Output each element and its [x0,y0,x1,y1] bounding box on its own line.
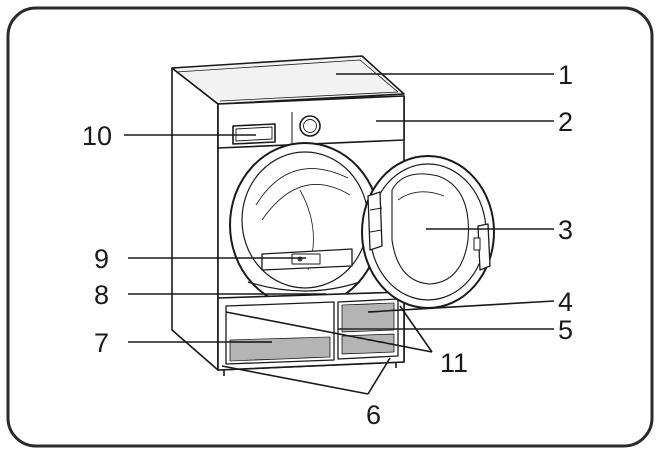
door-seal [247,281,361,292]
hinge-detail-bottom [369,229,383,233]
callout-2: 2 [558,107,573,137]
open-door [361,155,495,309]
door-hinge [367,191,383,251]
callout-5: 5 [558,315,573,345]
leader-11a [225,311,433,353]
leader-lines [124,73,555,395]
worktop [171,55,405,105]
callout-6: 6 [366,400,381,430]
callout-9: 9 [94,244,109,274]
door-handle [477,223,491,271]
leader-6a [221,365,369,395]
callout-8: 8 [94,280,109,310]
dryer-appliance [171,55,495,376]
condenser-grille [229,336,331,362]
callout-3: 3 [558,215,573,245]
callout-4: 4 [558,287,573,317]
side-panel [171,67,219,371]
door-latch [473,237,481,251]
callout-11: 11 [440,348,468,378]
drum-shading [255,168,349,206]
hinge-detail-top [369,207,383,211]
drum-shading-2 [261,183,351,221]
callout-1: 1 [558,60,573,90]
water-tank-handle [235,126,273,142]
air-vent-grille-lower [341,333,395,355]
callout-10: 10 [82,121,112,151]
worktop-edge [175,59,399,102]
program-knob-inner [303,119,317,133]
leader-4 [367,300,555,313]
callout-7: 7 [94,328,109,358]
program-knob [299,115,321,137]
air-vent-grille [341,302,395,333]
lint-filter-handle [291,253,321,265]
callout-labels: 1 2 3 4 5 6 7 8 9 10 11 [82,60,573,430]
door-glass-shine [397,191,445,201]
leader-6b [367,357,391,395]
leader-11b [399,305,433,353]
